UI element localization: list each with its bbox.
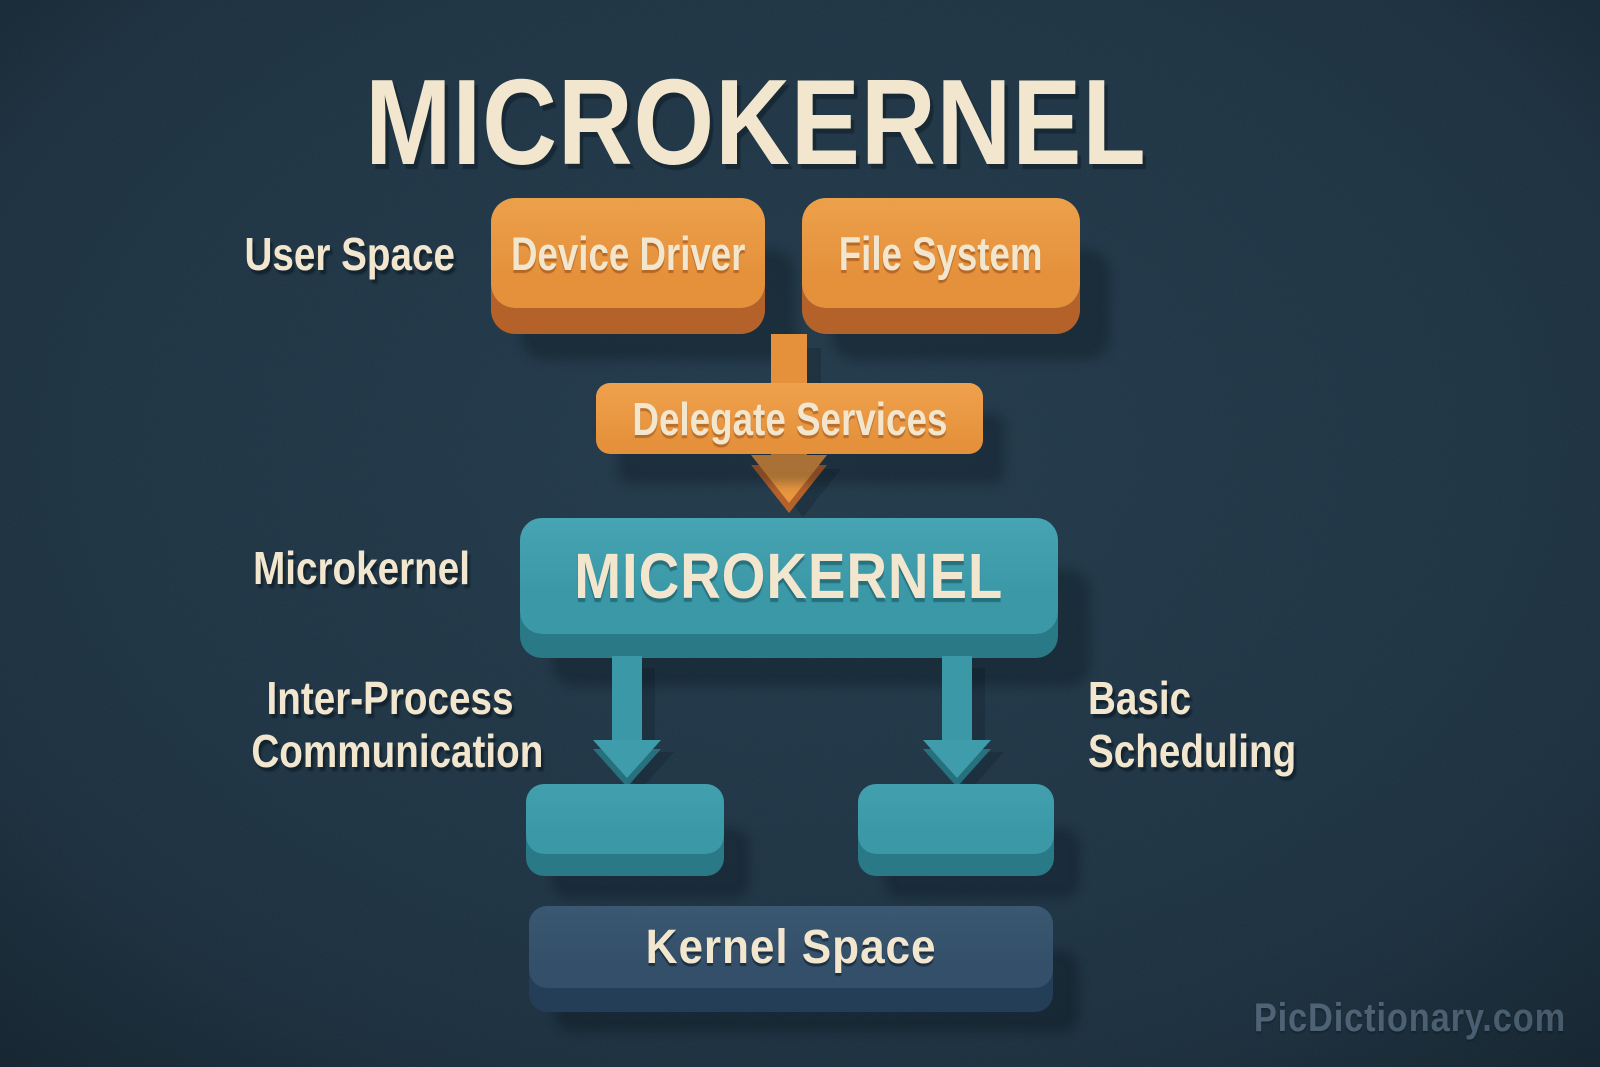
device-driver-box: Device Driver — [491, 198, 765, 308]
ipc-label-line1: Inter-Process — [266, 672, 514, 724]
kernel-space-label: Kernel Space — [645, 920, 937, 974]
scheduling-target-box — [858, 784, 1054, 854]
ipc-label-line2: Communication — [251, 725, 544, 778]
scheduling-down-arrow-icon — [923, 656, 1004, 790]
scheduling-label: Basic Scheduling — [1088, 672, 1296, 779]
page-title: MICROKERNEL — [365, 54, 1147, 190]
ipc-down-arrow-icon — [593, 656, 674, 790]
delegate-services-box: Delegate Services — [596, 383, 983, 454]
file-system-box: File System — [802, 198, 1080, 308]
microkernel-box: MICROKERNEL — [520, 518, 1058, 634]
scheduling-label-line2: Scheduling — [1088, 725, 1297, 778]
ipc-label: Inter-Process Communication — [251, 672, 544, 779]
ipc-target-box — [526, 784, 724, 854]
file-system-label: File System — [839, 226, 1043, 280]
delegate-services-label: Delegate Services — [631, 392, 948, 445]
scheduling-label-line1: Basic — [1088, 672, 1192, 724]
microkernel-side-label: Microkernel — [253, 542, 470, 594]
device-driver-label: Device Driver — [510, 226, 746, 280]
microkernel-box-label: MICROKERNEL — [574, 540, 1004, 612]
user-space-label: User Space — [244, 228, 455, 280]
kernel-space-box: Kernel Space — [529, 906, 1053, 988]
watermark: PicDictionary.com — [1253, 996, 1566, 1040]
